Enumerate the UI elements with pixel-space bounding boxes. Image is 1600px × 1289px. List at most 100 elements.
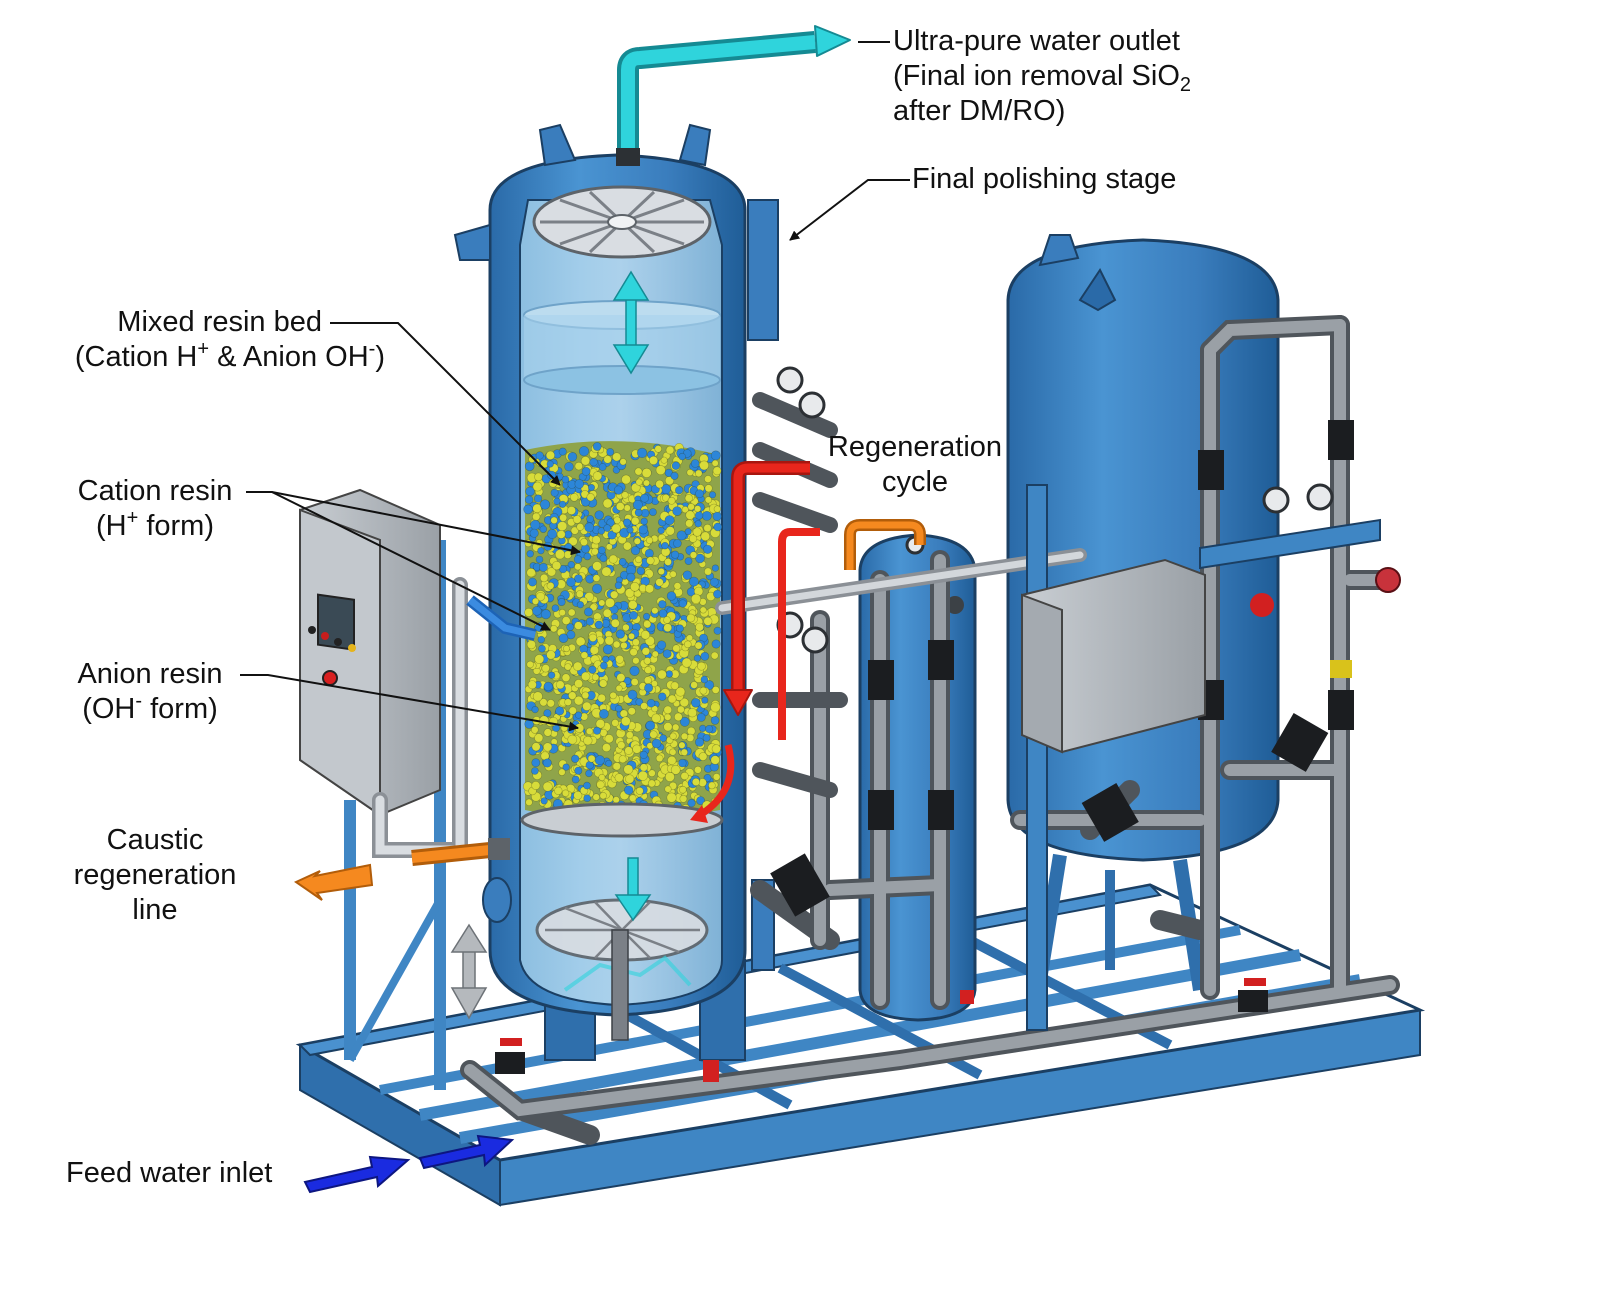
resin-bead [642, 612, 651, 621]
resin-bead [655, 578, 664, 587]
resin-bead [621, 474, 631, 485]
resin-bead [710, 716, 720, 725]
resin-bead [687, 707, 697, 718]
mixed-resin-bed-line2: (Cation H+ & Anion OH-) [74, 338, 385, 373]
resin-bead [526, 550, 534, 558]
regeneration-cycle-line [690, 461, 820, 823]
resin-bead [574, 711, 583, 719]
resin-bead [711, 459, 719, 467]
resin-bead [700, 651, 710, 661]
resin-bead [663, 722, 673, 732]
resin-bead [550, 488, 559, 497]
resin-bead [539, 499, 551, 510]
resin-bead [583, 607, 593, 617]
resin-bead [640, 702, 648, 710]
resin-bead [633, 537, 641, 545]
resin-bead [561, 475, 570, 484]
resin-bead [546, 460, 554, 468]
resin-bead [703, 616, 713, 626]
resin-bead [711, 639, 721, 649]
resin-bead [525, 486, 535, 497]
caustic-regeneration-line1: Caustic [106, 824, 204, 856]
resin-bead [675, 624, 684, 633]
resin-bead [659, 734, 668, 743]
resin-bead [592, 574, 601, 582]
resin-bead [594, 755, 605, 766]
cation-resin-label: Cation resin (H+ form) [60, 474, 250, 544]
resin-bead [640, 630, 651, 640]
resin-bead [618, 558, 627, 566]
resin-bead [681, 657, 692, 668]
resin-bead [558, 500, 567, 508]
resin-bead [711, 564, 720, 572]
resin-bead [671, 461, 681, 470]
resin-bead [650, 680, 658, 688]
resin-bead [531, 758, 541, 768]
resin-bead [646, 698, 656, 708]
resin-bead [629, 665, 640, 677]
resin-bead [629, 581, 640, 592]
resin-bead [662, 649, 672, 659]
resin-bead [599, 554, 608, 563]
control-panel [299, 488, 446, 1090]
resin-bead [699, 606, 707, 614]
resin-bead [592, 726, 601, 735]
resin-bead [612, 640, 621, 649]
resin-bead [558, 564, 568, 574]
resin-bead [673, 539, 682, 548]
resin-bead [712, 466, 722, 476]
resin-bead [663, 616, 671, 624]
resin-bead [585, 727, 594, 735]
resin-bead [624, 746, 633, 755]
resin-bead [586, 515, 595, 523]
resin-bead [651, 713, 662, 724]
resin-bead [700, 531, 711, 542]
resin-bead [689, 551, 698, 559]
resin-bead [558, 608, 566, 617]
ultra-pure-outlet-line3: after DM/RO) [893, 95, 1066, 127]
resin-bead [587, 754, 596, 763]
resin-bead [589, 458, 598, 467]
resin-bead [671, 723, 680, 731]
resin-bead [599, 709, 609, 719]
resin-bead [554, 786, 563, 795]
resin-bead [602, 608, 612, 618]
resin-bead [598, 463, 607, 471]
resin-bead [693, 505, 702, 513]
resin-bead [574, 574, 583, 584]
resin-bead [561, 673, 571, 683]
anion-resin-line1: Anion resin [77, 658, 223, 690]
resin-bead [596, 780, 605, 789]
resin-bead [678, 452, 686, 461]
resin-bead [601, 743, 611, 753]
resin-bead [639, 750, 648, 760]
resin-bead [598, 679, 608, 688]
leader-lines [240, 41, 910, 732]
resin-bead [532, 481, 543, 492]
resin-bead [694, 737, 705, 747]
resin-bead [597, 527, 606, 535]
resin-bead [673, 582, 682, 590]
resin-bead [696, 796, 705, 805]
resin-bead [526, 567, 536, 578]
regeneration-cycle-line1: Regeneration [827, 431, 1003, 463]
resin-bead [676, 530, 687, 541]
resin-bead [690, 459, 700, 468]
leader-mixed-resin-bed [330, 322, 561, 486]
resin-bead [592, 471, 603, 481]
resin-bead [548, 671, 556, 679]
resin-bead [610, 618, 620, 628]
resin-bead [570, 526, 579, 535]
resin-bead [695, 553, 705, 564]
resin-bead [682, 570, 693, 580]
resin-bead [708, 781, 716, 790]
resin-bead [608, 554, 618, 564]
resin-bead [686, 468, 694, 477]
resin-bead [566, 577, 576, 587]
resin-bead [531, 705, 539, 714]
resin-bead [562, 645, 570, 653]
resin-bead [585, 769, 593, 778]
resin-bead [594, 620, 604, 629]
resin-bead [556, 530, 566, 539]
